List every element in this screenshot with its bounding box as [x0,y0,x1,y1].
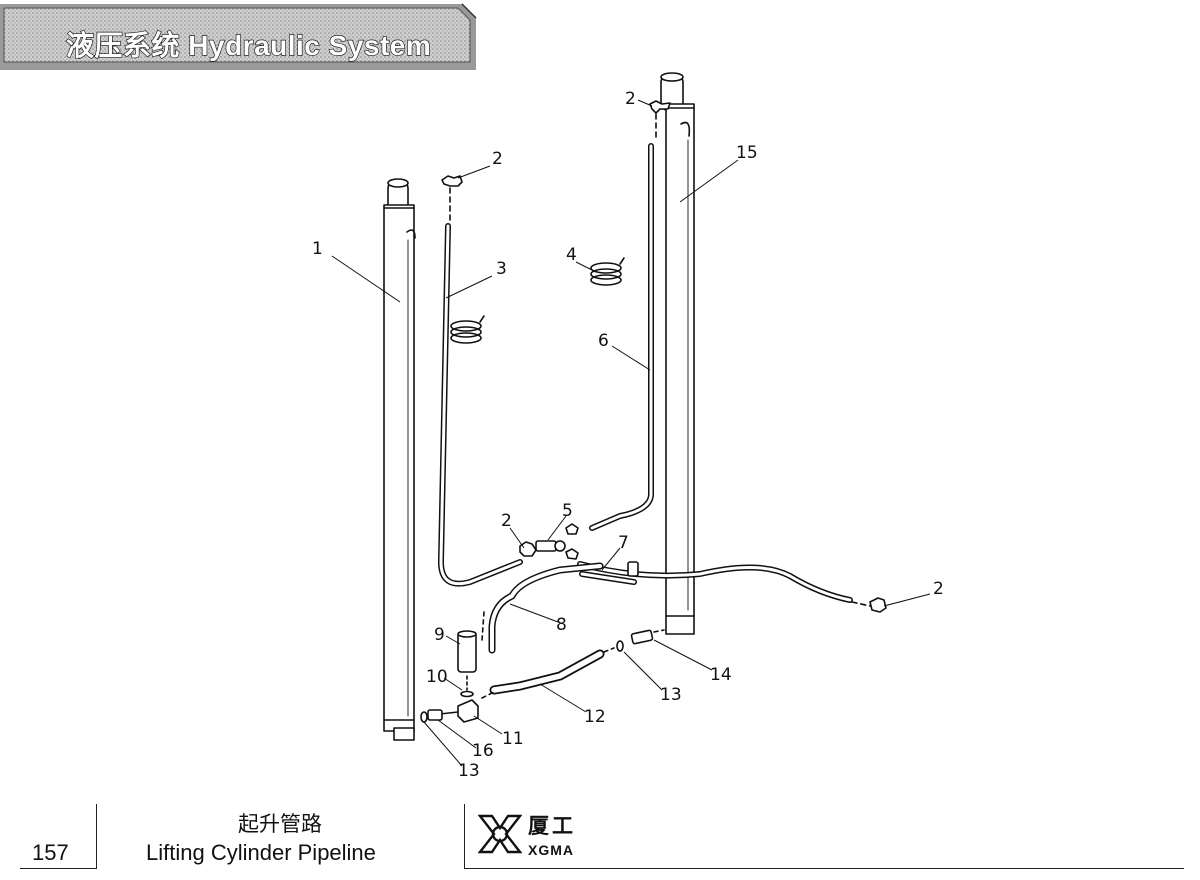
page-number: 157 [32,840,69,865]
spring-guard-4 [590,257,625,286]
clamp-middle [519,541,537,557]
callout-13-upper: 13 [660,685,682,705]
fitting-14 [630,629,665,645]
callout-12: 12 [584,707,606,727]
callout-2-right: 2 [933,579,944,599]
callout-16: 16 [472,741,494,761]
page-title-en: Lifting Cylinder Pipeline [146,840,376,865]
seal-13-upper [616,640,624,652]
callout-3: 3 [496,259,507,279]
callout-9: 9 [434,625,445,645]
callout-11: 11 [502,729,524,749]
brand-name-en: XGMA [528,842,574,858]
section-title: 液压系统 Hydraulic System [65,29,432,61]
footer-divider-right [464,804,465,868]
callout-2-top: 2 [492,149,503,169]
callout-15: 15 [736,143,758,163]
block-fitting-11 [439,699,479,723]
adapter-16 [427,709,443,721]
callout-2-middle: 2 [501,511,512,531]
right-lifting-cylinder [660,72,695,635]
brand-name-cn: 厦工 [528,814,576,838]
valve-body-9 [457,630,477,691]
tee-joint [535,523,579,560]
spring-guard-3 [450,315,485,344]
page-title-cn: 起升管路 [238,812,322,836]
callout-2-top-right: 2 [625,89,636,109]
callout-8: 8 [556,615,567,635]
clamp-right-end [869,597,887,613]
callout-14: 14 [710,665,732,685]
callout-10: 10 [426,667,448,687]
footer-divider-left [96,804,97,868]
clamp-top-right [649,100,671,114]
footer-rule-right [464,868,1184,869]
left-lifting-cylinder [383,178,416,741]
callout-6: 6 [598,331,609,351]
header-banner [0,3,477,70]
o-ring-10 [460,690,474,698]
callout-7: 7 [618,533,629,553]
callout-13-lower: 13 [458,761,480,781]
clamp-top-center [441,175,463,187]
xgma-logo-icon [478,814,522,854]
callout-5: 5 [562,501,573,521]
seal-13-lower [420,711,428,723]
callout-1: 1 [312,239,323,259]
callout-4: 4 [566,245,577,265]
footer-rule-left [20,868,97,869]
